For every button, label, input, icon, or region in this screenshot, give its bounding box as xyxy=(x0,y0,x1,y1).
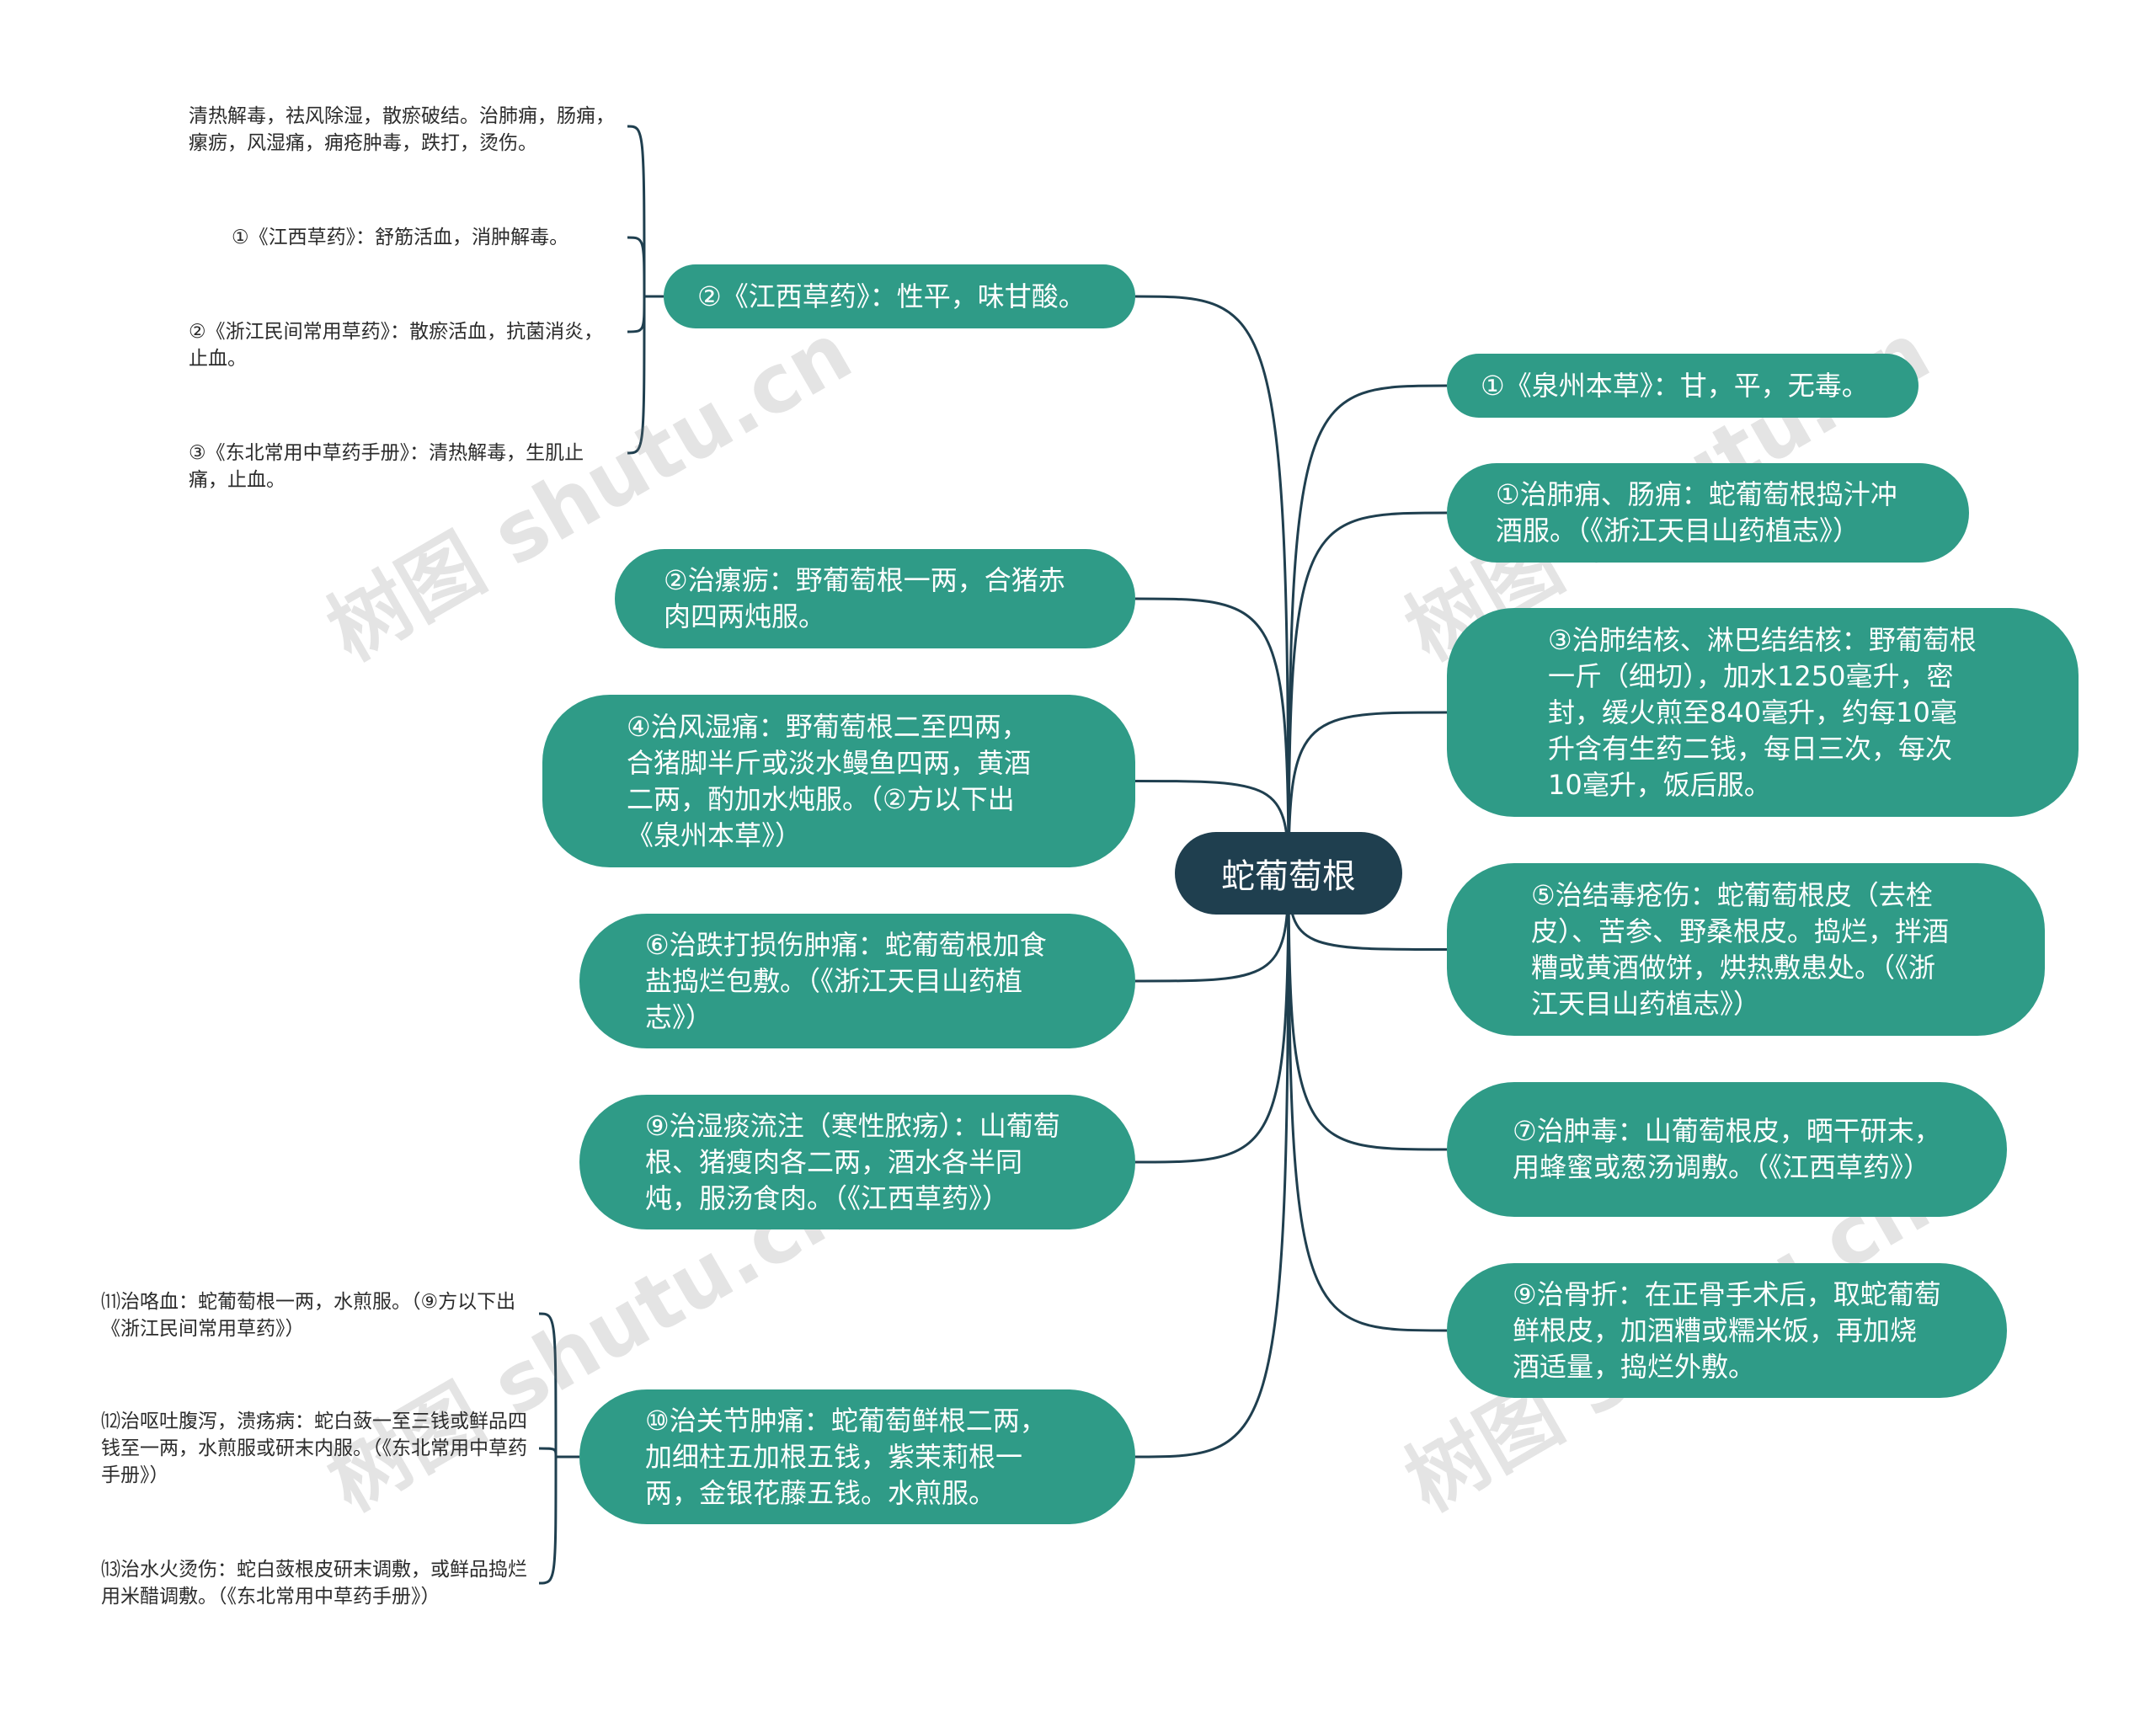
branch-label: ③治肺结核、淋巴结结核：野葡萄根一斤（细切），加水1250毫升，密封，缓火煎至8… xyxy=(1548,623,1977,801)
branch-lung-abscess[interactable]: ①治肺痈、肠痈：蛇葡萄根捣汁冲酒服。（《浙江天目山药植志》） xyxy=(1447,463,1969,563)
leaf-text: ⒀治水火烫伤：蛇白蔹根皮研末调敷，或鲜品捣烂用米醋调敷。（《东北常用中草药手册》… xyxy=(101,1559,527,1608)
branch-connector xyxy=(1287,711,1448,874)
leaf-bracket-arm xyxy=(538,1447,558,1458)
branch-label: ①治肺痈、肠痈：蛇葡萄根捣汁冲酒服。（《浙江天目山药植志》） xyxy=(1496,478,1897,547)
leaf-bracket-arm xyxy=(627,296,646,455)
branch-connector xyxy=(1287,872,1448,1332)
leaf-bracket-arm xyxy=(627,125,646,297)
branch-bruise[interactable]: ⑥治跌打损伤肿痛：蛇葡萄根加食盐捣烂包敷。（《浙江天目山药植志》） xyxy=(579,914,1135,1048)
root-topic[interactable]: 蛇葡萄根 xyxy=(1175,832,1402,915)
branch-label: ④治风湿痛：野葡萄根二至四两，合猪脚半斤或淡水鳗鱼四两，黄酒二两，酌加水炖服。（… xyxy=(627,710,1032,851)
branch-jiangxi-property[interactable]: ②《江西草药》：性平，味甘酸。 xyxy=(664,264,1135,328)
branch-rheumatism[interactable]: ④治风湿痛：野葡萄根二至四两，合猪脚半斤或淡水鳗鱼四两，黄酒二两，酌加水炖服。（… xyxy=(542,695,1135,867)
branch-label: ⑦治肿毒：山葡萄根皮，晒干研末，用蜂蜜或葱汤调敷。（《江西草药》） xyxy=(1513,1115,1941,1183)
leaf-bracket-arm xyxy=(627,296,646,333)
leaf-bracket-arm xyxy=(538,1456,558,1585)
branch-fracture[interactable]: ⑨治骨折：在正骨手术后，取蛇葡萄鲜根皮，加酒糟或糯米饭，再加烧酒适量，捣烂外敷。 xyxy=(1447,1263,2007,1398)
branch-connector xyxy=(1287,872,1448,1151)
branch-connector xyxy=(1134,872,1290,1459)
branch-label: ①《泉州本草》：甘，平，无毒。 xyxy=(1481,369,1869,402)
leaf-text: ⑾治咯血：蛇葡萄根一两，水煎服。（⑨方以下出《浙江民间常用草药》） xyxy=(101,1291,516,1340)
leaf-text: ③《东北常用中草药手册》：清热解毒，生肌止痛，止血。 xyxy=(189,442,584,491)
branch-connector xyxy=(1134,597,1290,874)
leaf-bracket-arm xyxy=(627,236,646,297)
branch-label: ⑥治跌打损伤肿痛：蛇葡萄根加食盐捣烂包敷。（《浙江天目山药植志》） xyxy=(645,928,1047,1033)
branch-label: ⑤治结毒疮伤：蛇葡萄根皮（去栓皮）、苦参、野桑根皮。捣烂，拌酒糟或黄酒做饼，烘热… xyxy=(1531,878,1950,1020)
branch-scrofula[interactable]: ②治瘰疬：野葡萄根一两，合猪赤肉四两炖服。 xyxy=(615,549,1135,648)
branch-quanzhou-property[interactable]: ①《泉州本草》：甘，平，无毒。 xyxy=(1447,354,1919,418)
branch-label: ⑩治关节肿痛：蛇葡萄鲜根二两，加细柱五加根五钱，紫茉莉根一两，金银花藤五钱。水煎… xyxy=(645,1404,1047,1509)
branch-connector xyxy=(1134,295,1290,874)
branch-tuberculosis[interactable]: ③治肺结核、淋巴结结核：野葡萄根一斤（细切），加水1250毫升，密封，缓火煎至8… xyxy=(1447,608,2079,817)
branch-joint-swelling[interactable]: ⑩治关节肿痛：蛇葡萄鲜根二两，加细柱五加根五钱，紫茉莉根一两，金银花藤五钱。水煎… xyxy=(579,1389,1135,1524)
branch-label: ②《江西草药》：性平，味甘酸。 xyxy=(697,280,1086,312)
root-topic-label: 蛇葡萄根 xyxy=(1221,857,1356,896)
leaf-text: ⑿治呕吐腹泻，溃疡病：蛇白蔹一至三钱或鲜品四钱至一两，水煎服或研末内服。（《东北… xyxy=(101,1411,527,1486)
leaf-bracket-arm xyxy=(538,1312,558,1458)
branch-label: ⑨治湿痰流注（寒性脓疡）：山葡萄根、猪瘦肉各二两，酒水各半同炖，服汤食肉。（《江… xyxy=(645,1109,1060,1214)
branch-connector xyxy=(1287,511,1448,874)
branch-label: ②治瘰疬：野葡萄根一两，合猪赤肉四两炖服。 xyxy=(664,564,1065,632)
branch-swelling-toxin[interactable]: ⑦治肿毒：山葡萄根皮，晒干研末，用蜂蜜或葱汤调敷。（《江西草药》） xyxy=(1447,1082,2007,1217)
leaf-text: 清热解毒，祛风除湿，散瘀破结。治肺痈，肠痈，瘰疬，风湿痛，痈疮肿毒，跌打，烫伤。 xyxy=(189,105,615,154)
leaf-text: ①《江西草药》：舒筋活血，消肿解毒。 xyxy=(232,227,569,248)
branch-phlegm[interactable]: ⑨治湿痰流注（寒性脓疡）：山葡萄根、猪瘦肉各二两，酒水各半同炖，服汤食肉。（《江… xyxy=(579,1095,1135,1229)
leaf-text: ②《浙江民间常用草药》：散瘀活血，抗菌消炎，止血。 xyxy=(189,321,604,370)
branch-label: ⑨治骨折：在正骨手术后，取蛇葡萄鲜根皮，加酒糟或糯米饭，再加烧酒适量，捣烂外敷。 xyxy=(1513,1277,1941,1383)
branch-connector xyxy=(1287,384,1448,874)
branch-toxic-sores[interactable]: ⑤治结毒疮伤：蛇葡萄根皮（去栓皮）、苦参、野桑根皮。捣烂，拌酒糟或黄酒做饼，烘热… xyxy=(1447,863,2045,1036)
branch-connector xyxy=(1134,872,1290,1164)
